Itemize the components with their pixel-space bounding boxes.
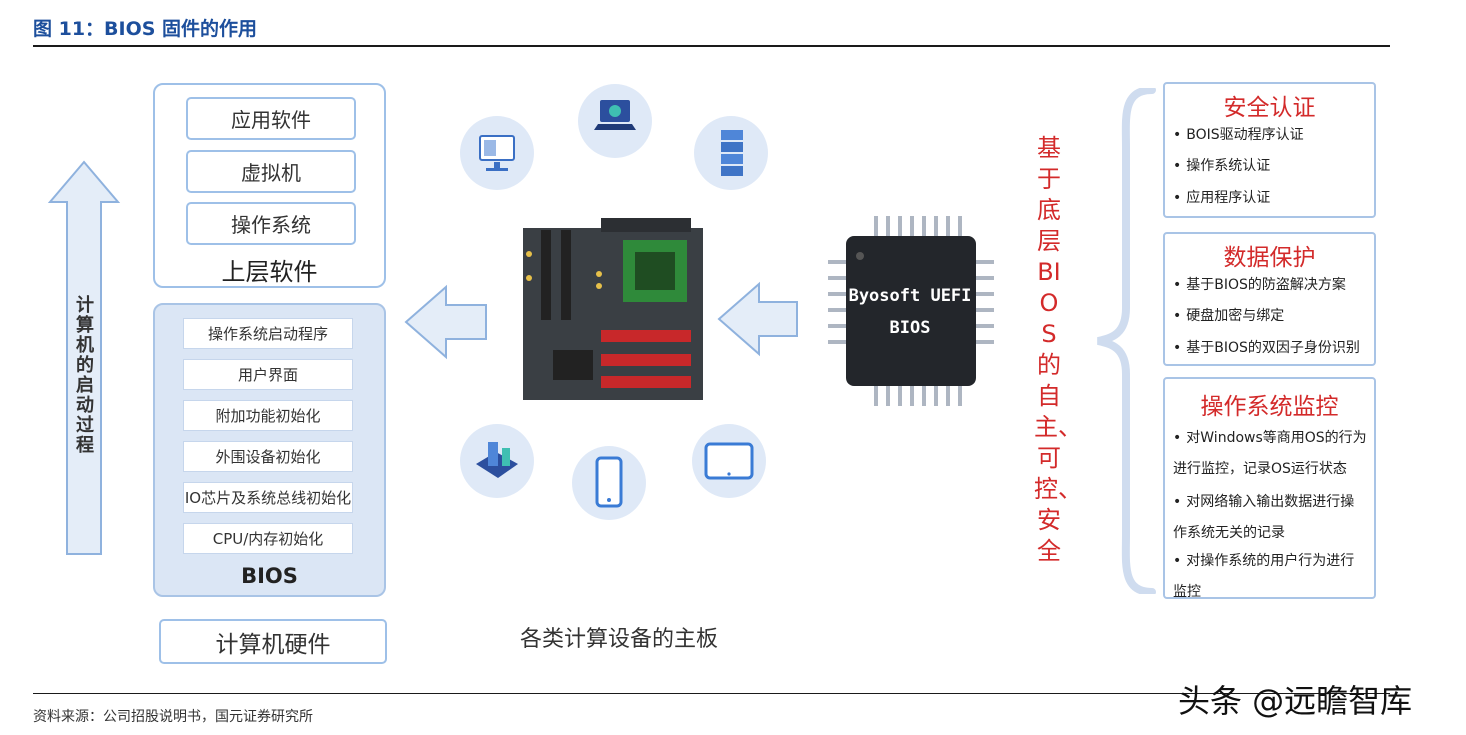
bottom-rule [33,693,1390,694]
up-arrow-icon [47,160,121,555]
bullet-item: 应用程序认证 [1173,183,1368,214]
bullet-item: 基于BIOS的防盗解决方案 [1173,270,1368,301]
tablet-icon [704,442,754,480]
addon-init-item: 附加功能初始化 [183,400,353,431]
bullet-item: 对操作系统的用户行为进行监控 [1173,546,1368,608]
user-interface-item: 用户界面 [183,359,353,390]
bullet-item: 基于BIOS的双因子身份识别 [1173,333,1368,364]
boot-process-label: 计算机的启动过程 [72,296,98,456]
source-note: 资料来源：公司招股说明书，国元证券研究所 [33,709,313,725]
chip-label-line2: BIOS [889,318,931,338]
laptop-icon [594,100,636,130]
bios-chip-icon [828,216,994,406]
server-device [694,116,768,190]
bios-label: BIOS [241,564,298,588]
bullet-item: 对Windows等商用OS的行为进行监控，记录OS运行状态 [1173,423,1368,485]
bullet-item: BOIS驱动程序认证 [1173,120,1368,151]
os-monitoring-panel: 操作系统监控 对Windows等商用OS的行为进行监控，记录OS运行状态 对网络… [1163,377,1376,600]
arrow-to-bios-icon [404,284,487,360]
phone-device [572,446,646,520]
brace-icon [1097,88,1156,594]
bullet-item: 硬盘加密与绑定 [1173,301,1368,332]
desktop-icon [479,135,515,171]
security-auth-panel: 安全认证 BOIS驱动程序认证 操作系统认证 应用程序认证 [1163,82,1376,218]
virtual-machine-item: 虚拟机 [186,150,356,193]
boot-process-text: 计算机的启动过程 [76,295,94,456]
bullet-item: 操作系统认证 [1173,151,1368,182]
desktop-device [460,116,534,190]
panel-title: 数据保护 [1223,245,1316,271]
hardware-box: 计算机硬件 [159,619,387,664]
arrow-to-motherboard-icon [717,281,798,357]
watermark: 头条 @远瞻智库 [1178,682,1413,720]
app-software-item: 应用软件 [186,97,356,140]
phone-icon [595,456,623,508]
upper-software-label: 上层软件 [221,258,318,286]
workstation-icon [476,442,518,478]
laptop-device [578,84,652,158]
top-rule [33,45,1390,47]
tablet-device [692,424,766,498]
panel-title: 操作系统监控 [1200,394,1339,420]
io-chip-bus-init-item: IO芯片及系统总线初始化 [183,482,353,513]
motherboard-icon [523,218,703,400]
workstation-device [460,424,534,498]
os-boot-loader-item: 操作系统启动程序 [183,318,353,349]
vertical-slogan: 基于底层BIOS的自主、可控、安全 [1034,133,1082,567]
data-protection-panel: 数据保护 基于BIOS的防盗解决方案 硬盘加密与绑定 基于BIOS的双因子身份识… [1163,232,1376,366]
server-icon [721,130,743,176]
chip-label-line1: Byosoft UEFI [848,286,972,306]
bullet-item: 对网络输入输出数据进行操作系统无关的记录 [1173,487,1368,549]
motherboard-caption: 各类计算设备的主板 [520,627,719,652]
figure-title: 图 11：BIOS 固件的作用 [33,18,258,40]
peripheral-init-item: 外围设备初始化 [183,441,353,472]
operating-system-item: 操作系统 [186,202,356,245]
vertical-slogan-text: 基于底层BIOS的自主、可控、安全 [1034,134,1082,565]
panel-title: 安全认证 [1223,95,1316,121]
cpu-memory-init-item: CPU/内存初始化 [183,523,353,554]
